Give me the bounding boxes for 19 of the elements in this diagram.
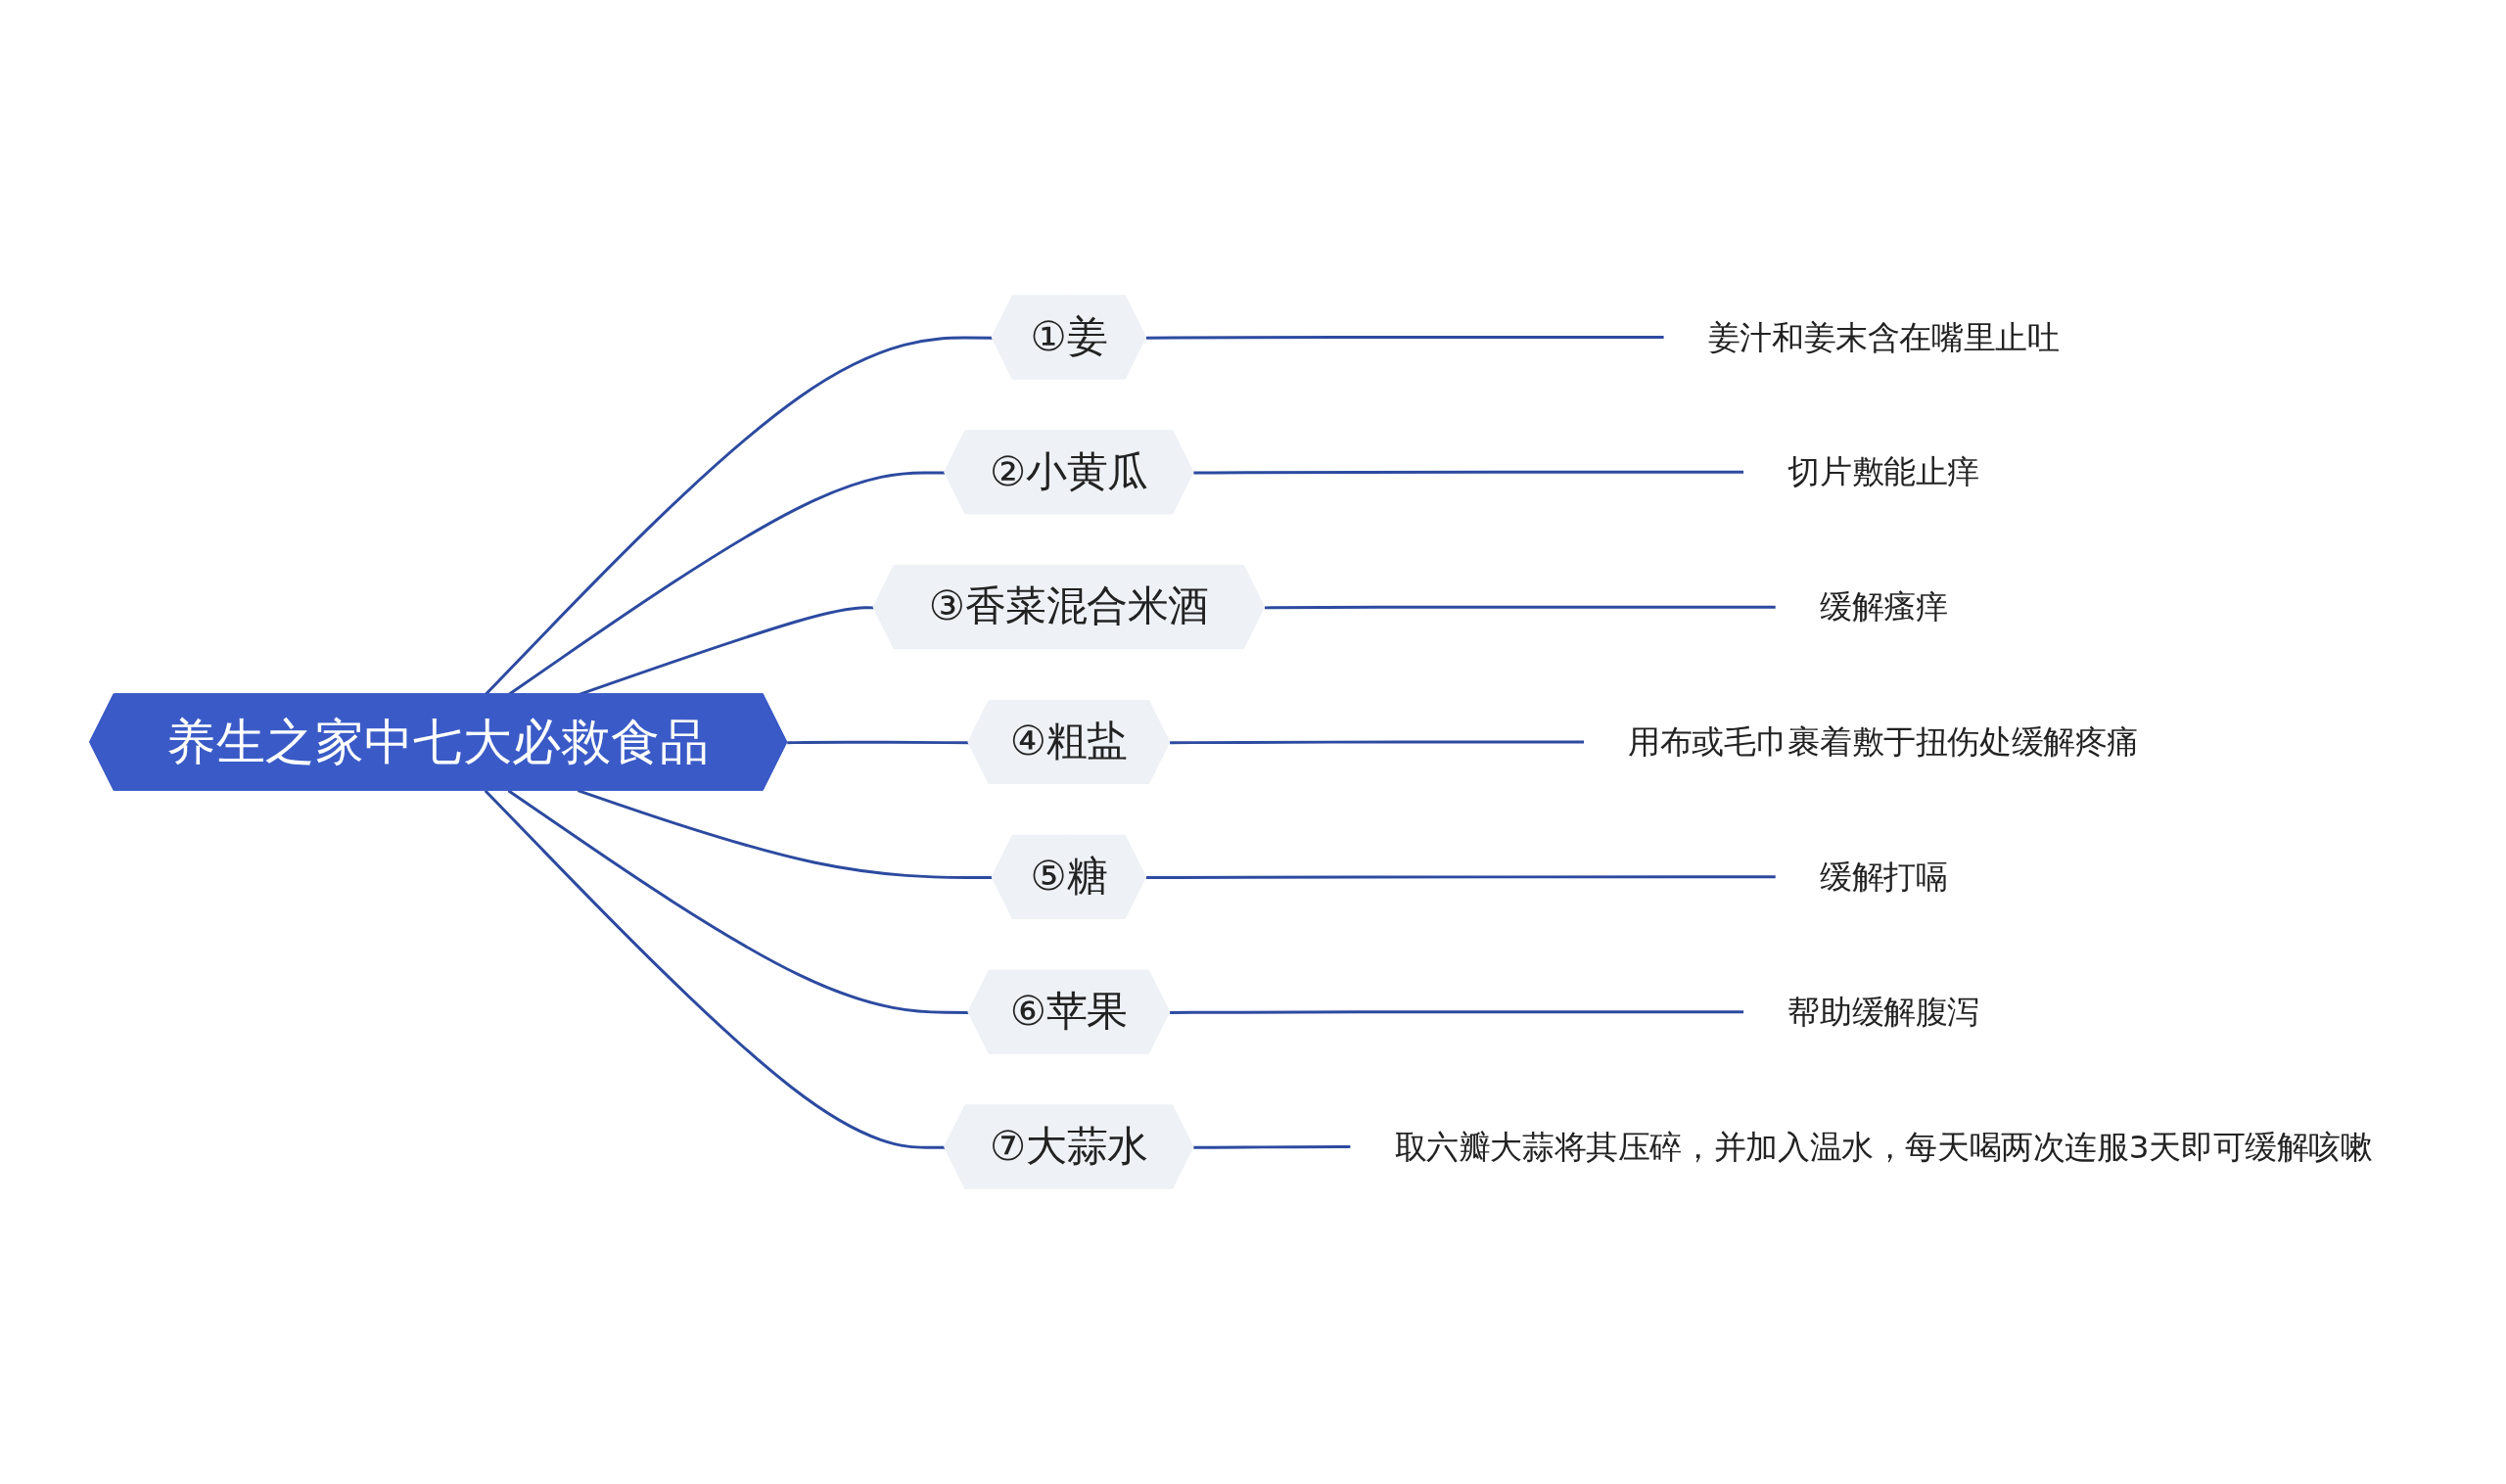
node-text: 切片敷能止痒: [1787, 453, 1979, 490]
node-text: 用布或毛巾裹着敷于扭伤处缓解疼痛: [1628, 723, 2140, 761]
connector: [507, 789, 969, 1014]
connector: [1264, 605, 1777, 610]
connector: [1145, 875, 1777, 880]
node-text: 缓解瘙痒: [1819, 588, 1948, 626]
node-text: 缓解打嗝: [1819, 858, 1948, 896]
node-text: 取六瓣大蒜将其压碎，并加入温水，每天喝两次连服3天即可缓解咳嗽: [1394, 1129, 2373, 1166]
connector: [484, 789, 946, 1149]
connector: [1145, 335, 1665, 340]
connector: [1193, 1145, 1352, 1149]
node-text: 帮助缓解腹泻: [1787, 994, 1979, 1031]
connector: [1193, 470, 1744, 475]
node-text: 姜汁和姜末含在嘴里止吐: [1707, 318, 2060, 355]
connector: [484, 336, 994, 696]
connector: [1170, 1010, 1744, 1014]
connector: [787, 740, 969, 745]
connector: [1170, 740, 1585, 745]
connector: [577, 789, 994, 880]
